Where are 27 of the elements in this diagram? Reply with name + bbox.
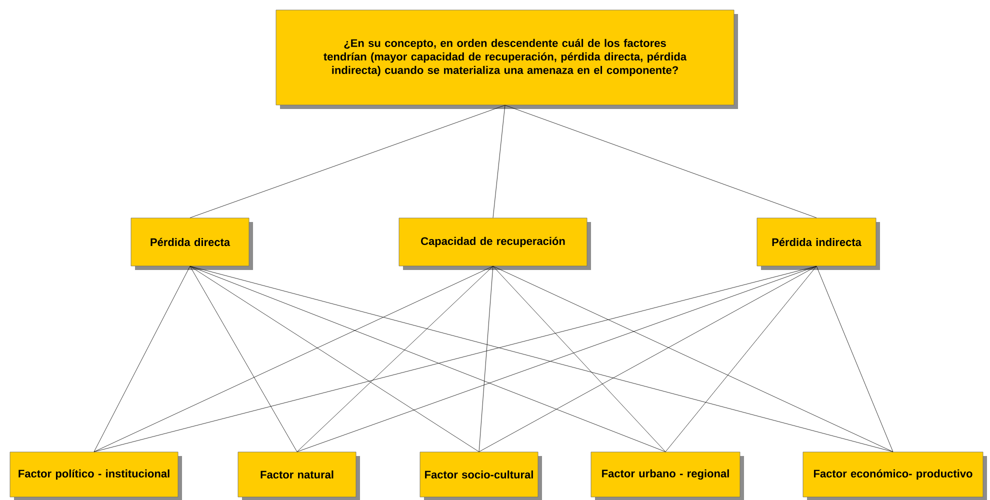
connector-line [296,266,817,452]
connector-line [504,105,817,218]
factor-box: Factor urbano - regional [590,452,744,500]
connector-line [665,266,817,452]
factor-box: Pérdida directa [130,218,253,270]
connector-line [190,105,506,218]
connector-line [190,266,666,452]
factor-box: Factor económico- productivo [802,452,987,500]
connector-line [296,266,494,452]
factor-box: Capacidad de recuperación [398,218,591,270]
factor-box: Factor natural [238,452,360,500]
connector-line [94,266,817,452]
connector-line [190,266,298,452]
factor-box: Factor socio-cultural [420,452,542,500]
connector-line [94,266,190,452]
connector-line [816,266,894,452]
connector-line [478,266,817,452]
connector-line [94,266,494,452]
connector-line [492,266,894,452]
connector-line [190,266,894,452]
connector-line [492,266,666,452]
factor-box: Factor político - institucional [10,452,182,500]
connector-line [492,105,506,218]
question-box: ¿En su concepto, en orden descendente cuál de los factores tendrían (mayor capacidad de recuperación, pérdida directa, pérdida indirecta) cuando se materializa una amenaza en el componente? [276,10,738,109]
connector-line [478,266,494,452]
connector-line [190,266,480,452]
factor-box: Pérdida indirecta [756,218,880,270]
